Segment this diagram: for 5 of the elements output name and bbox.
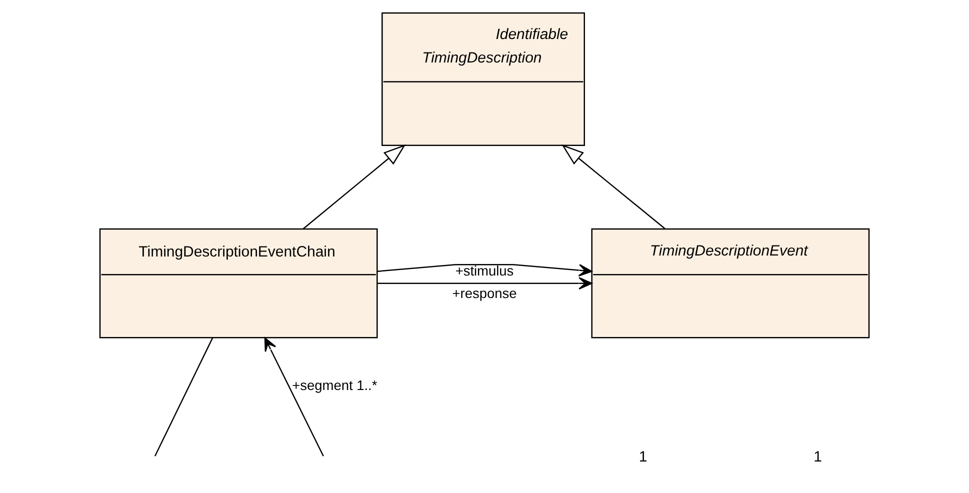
edge-label: +stimulus	[455, 264, 514, 279]
edge-label: +response	[452, 286, 517, 302]
label: 1	[814, 448, 822, 466]
edge-label: +segment 1..*	[292, 378, 378, 393]
label: 1	[638, 448, 648, 466]
